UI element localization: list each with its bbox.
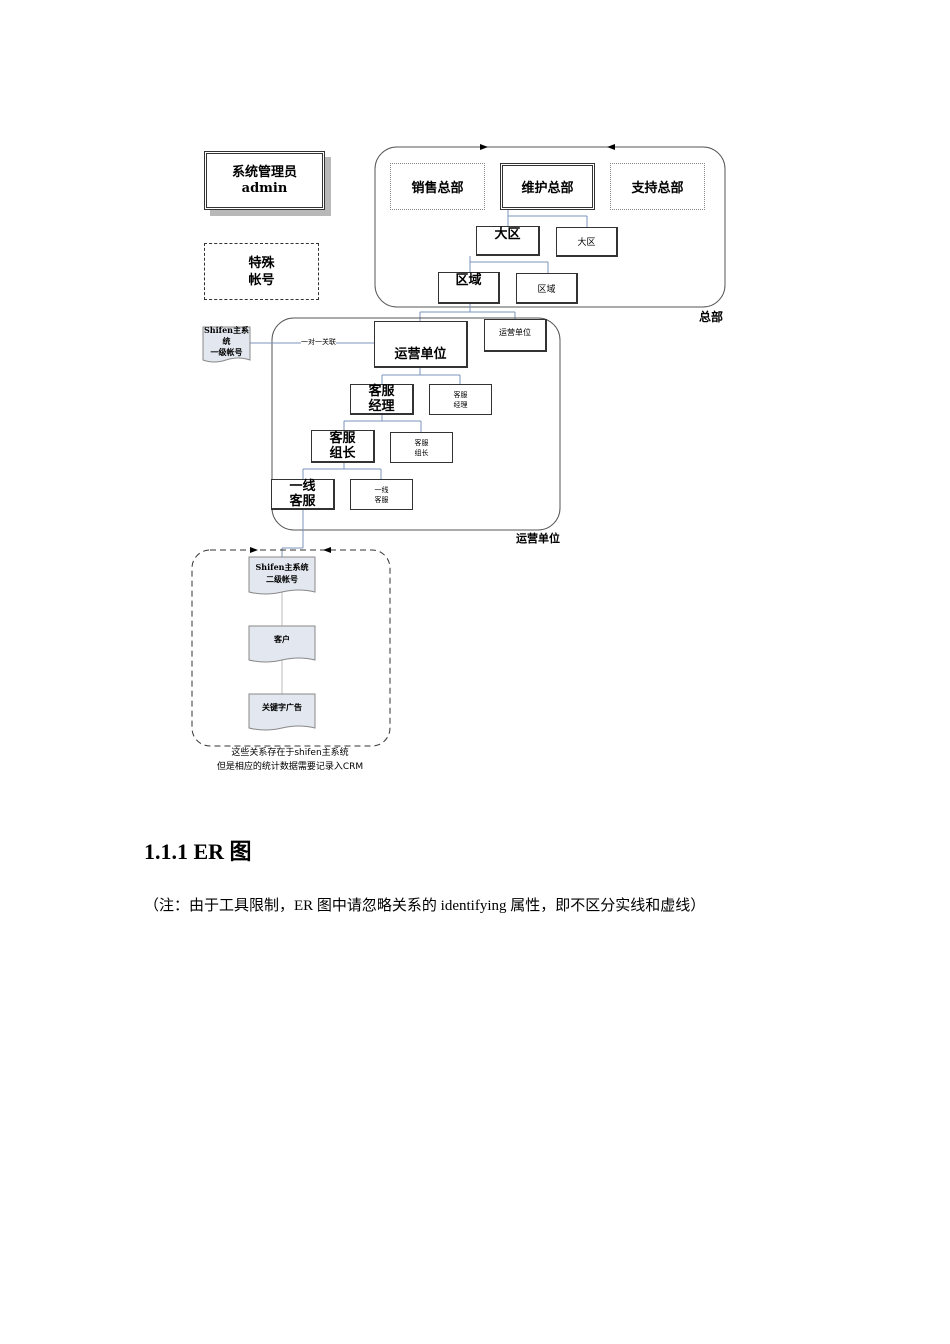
support-hq-label: 支持总部 [631, 181, 684, 196]
op-unit-main-label: 运营单位 [394, 347, 447, 362]
cs-leader-main-line2: 组长 [329, 446, 356, 461]
shifen-caption-line2: 但是相应的统计数据需要记录入CRM [216, 762, 364, 772]
frontline-small-box: 一线 客服 [350, 479, 413, 510]
special-account-box: 特殊 帐号 [204, 243, 319, 300]
keyword-ad-doc-shape [248, 693, 316, 731]
op-unit-small-box: 运营单位 [484, 319, 547, 352]
cs-leader-main-line1: 客服 [329, 431, 356, 446]
sys-admin-box: 系统管理员 admin [204, 151, 325, 210]
arrow-left-icon [323, 547, 331, 553]
sys-admin-line1: 系统管理员 [231, 164, 297, 180]
cs-leader-small-line1: 客服 [414, 438, 429, 447]
customer-label: 客户 [249, 628, 315, 650]
customer-doc-shape [248, 625, 316, 663]
arrow-right-icon [480, 144, 488, 150]
area-main-box: 区域 [438, 272, 500, 304]
shifen-caption-line1: 这些关系存在于shifen主系统 [231, 748, 349, 758]
shifen-level2-line2: 二级帐号 [266, 574, 298, 584]
region-main-label: 大区 [494, 227, 521, 242]
sys-admin-line2: admin [241, 180, 288, 196]
maintenance-hq-box: 维护总部 [500, 163, 595, 210]
special-account-line1: 特殊 [248, 255, 275, 271]
shifen-level2-line1: Shifen主系统 [255, 562, 309, 572]
section-title: ER 图 [193, 839, 252, 864]
frontline-main-line2: 客服 [289, 494, 316, 509]
cs-manager-main-box: 客服 经理 [350, 384, 414, 415]
region-small-box: 大区 [556, 227, 618, 257]
arrow-left-icon [607, 144, 615, 150]
cs-leader-main-box: 客服 组长 [311, 430, 375, 463]
op-unit-label: 运营单位 [516, 532, 560, 545]
cs-leader-small-box: 客服 组长 [390, 432, 453, 463]
op-unit-small-label: 运营单位 [499, 328, 531, 337]
shifen-caption: 这些关系存在于shifen主系统 但是相应的统计数据需要记录入CRM [190, 746, 390, 774]
shifen-level2-doc-shape [248, 556, 316, 595]
one-to-one-label: 一对一关联 [301, 337, 336, 347]
frontline-main-box: 一线 客服 [271, 479, 335, 510]
cs-manager-small-box: 客服 经理 [429, 384, 492, 415]
sales-hq-box: 销售总部 [390, 163, 485, 210]
shifen-level1-label: Shifen主系统 一级帐号 [203, 324, 250, 357]
keyword-ad-text: 关键字广告 [262, 701, 302, 712]
shifen-level2-label: Shifen主系统 二级帐号 [249, 559, 315, 587]
maintenance-hq-label: 维护总部 [521, 181, 574, 196]
op-unit-container [271, 317, 561, 531]
cs-manager-main-line1: 客服 [368, 384, 395, 399]
hq-label: 总部 [699, 310, 724, 324]
sales-hq-label: 销售总部 [411, 181, 464, 196]
area-main-label: 区域 [455, 273, 482, 288]
customer-text: 客户 [274, 633, 290, 644]
section-number: 1.1.1 [144, 839, 188, 864]
shifen-level1-line2: 一级帐号 [210, 346, 243, 357]
section-note: （注：由于工具限制，ER 图中请忽略关系的 identifying 属性，即不区… [144, 898, 706, 914]
area-small-label: 区域 [537, 284, 556, 295]
region-small-label: 大区 [577, 238, 596, 248]
region-main-box: 大区 [476, 226, 540, 256]
shifen-level1-line1: Shifen主系统 [204, 324, 249, 346]
hq-container [374, 146, 726, 308]
support-hq-box: 支持总部 [610, 163, 705, 210]
cs-leader-small-line2: 组长 [414, 448, 429, 457]
keyword-ad-label: 关键字广告 [249, 696, 315, 718]
cs-manager-small-line2: 经理 [453, 400, 468, 409]
area-small-box: 区域 [516, 273, 578, 304]
cs-manager-small-line1: 客服 [453, 390, 468, 399]
shifen-container [191, 549, 391, 747]
frontline-small-line1: 一线 [374, 485, 389, 494]
shifen-level1-doc-shape [202, 326, 251, 363]
cs-manager-main-line2: 经理 [368, 399, 395, 414]
special-account-line2: 帐号 [248, 272, 275, 288]
section-heading: 1.1.1 ER 图 [144, 834, 252, 866]
frontline-main-line1: 一线 [289, 479, 316, 494]
arrow-right-icon [250, 547, 258, 553]
frontline-small-line2: 客服 [374, 495, 389, 504]
op-unit-main-box: 运营单位 [374, 321, 468, 368]
